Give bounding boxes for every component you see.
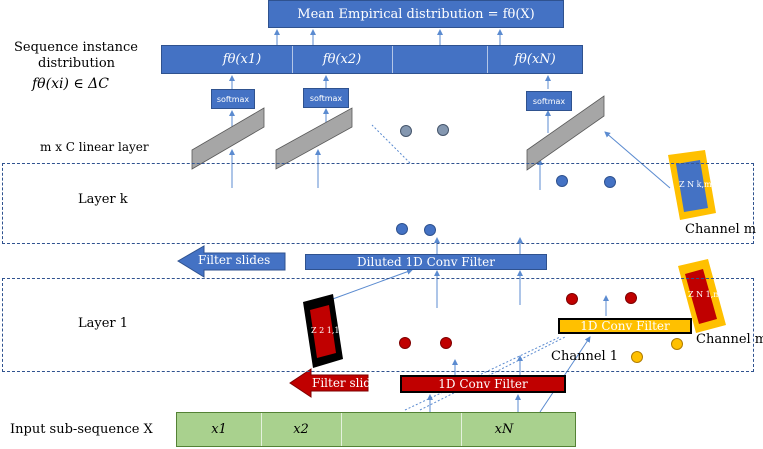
mean-empirical-distribution-box: Mean Empirical distribution = fθ(X) <box>268 0 564 28</box>
input-cell-n: xN <box>494 422 514 437</box>
linear-layer-label: m x C linear layer <box>40 140 149 154</box>
z-tile-layer-k <box>668 150 716 220</box>
softmax-box-1: softmax <box>211 89 255 109</box>
linear-layer-1 <box>191 107 265 170</box>
layer-k-channel-label: Channel m <box>685 222 757 237</box>
dotted-connectors <box>371 124 566 411</box>
dist-cell-n: fθ(xN) <box>514 52 556 67</box>
layer-1-channel-m-label: Channel m <box>696 332 763 347</box>
input-label: Input sub-sequence X <box>10 422 153 437</box>
z-tile-right-label: Z N 1,m <box>688 290 721 299</box>
softmax-label-2: softmax <box>309 93 343 103</box>
dist-cell-1: fθ(x1) <box>222 52 262 67</box>
input-sequence-row: x1 x2 xN <box>176 412 576 447</box>
softmax-box-2: softmax <box>303 88 349 108</box>
conv-filter-red-label: 1D Conv Filter <box>438 377 528 391</box>
diluted-filter-label: Diluted 1D Conv Filter <box>357 255 495 269</box>
seq-formula: fθ(xi) ∈ ΔC <box>32 76 109 92</box>
softmax-label-1: softmax <box>216 94 250 104</box>
layer-1-label: Layer 1 <box>78 316 129 331</box>
filter-slides-arrow-blue <box>177 245 286 278</box>
layer-1-channel-1-label: Channel 1 <box>551 349 619 364</box>
seq-label-line1: Sequence instance <box>14 40 138 55</box>
seq-label-line2: distribution <box>38 56 116 71</box>
softmax-box-n: softmax <box>526 91 572 111</box>
dist-cell-2: fθ(x2) <box>322 52 362 67</box>
conv-filter-yellow-label: 1D Conv Filter <box>580 319 670 333</box>
top-box-label: Mean Empirical distribution = fθ(X) <box>297 6 535 22</box>
filter-slides-arrow-red <box>289 368 369 398</box>
distribution-row: fθ(x1) fθ(x2) fθ(xN) <box>161 45 583 74</box>
top-arrows <box>229 29 671 413</box>
filter-slides-red-label: Filter slides <box>312 376 385 390</box>
z-tile-k-label: Z N k,m <box>679 180 712 189</box>
layer-1-region <box>2 278 754 372</box>
conv-filter-yellow: 1D Conv Filter <box>558 318 692 334</box>
layer-k-region <box>2 163 754 244</box>
z-tile-left-label: Z 2 1,1 <box>311 326 340 335</box>
layer-k-label: Layer k <box>78 192 128 207</box>
diluted-conv-filter: Diluted 1D Conv Filter <box>305 254 547 270</box>
input-cell-1: x1 <box>211 422 227 437</box>
conv-filter-red: 1D Conv Filter <box>400 375 566 393</box>
input-cell-2: x2 <box>293 422 309 437</box>
linear-layer-2 <box>275 107 353 170</box>
z-tile-layer1-right <box>678 259 726 333</box>
z-tile-layer1-left <box>303 294 343 368</box>
filter-slides-blue-label: Filter slides <box>198 253 271 267</box>
softmax-label-n: softmax <box>532 96 566 106</box>
